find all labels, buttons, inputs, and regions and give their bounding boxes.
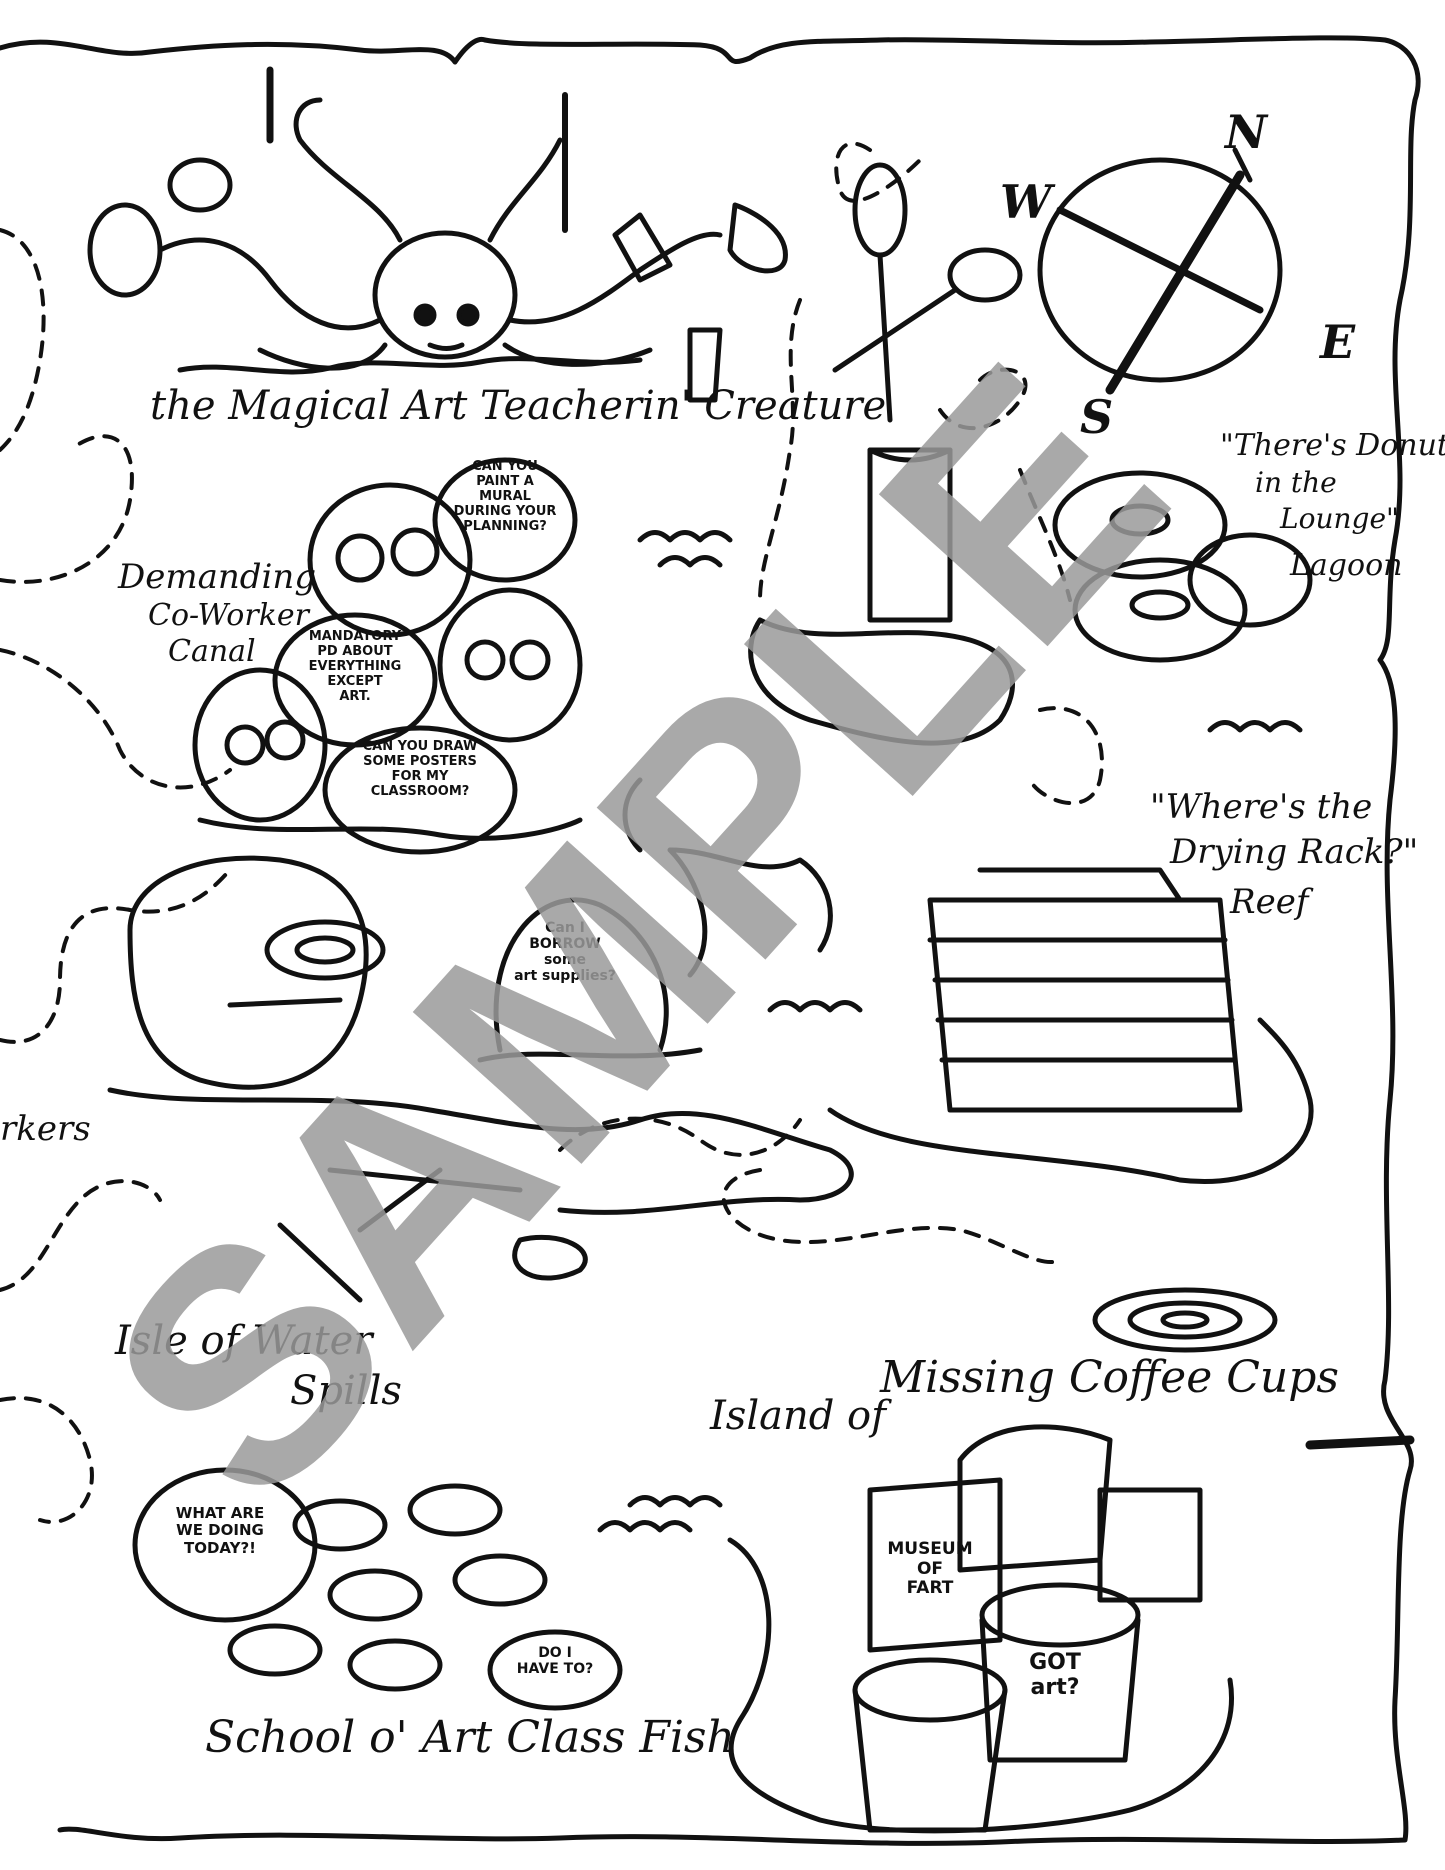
compass-palette: [1037, 147, 1283, 395]
mug-got-art-text: GOT art?: [1029, 1650, 1081, 1701]
parchment-border: [0, 35, 1421, 1846]
life-ring: [264, 919, 386, 981]
label-reef-line2: Drying Rack?": [1170, 832, 1419, 872]
coffee-cups: [727, 1424, 1234, 1834]
whirlpool: [1092, 1287, 1278, 1353]
whale: [477, 777, 833, 1063]
label-donuts-line4: Lagoon: [1290, 548, 1403, 583]
label-donuts-line3: Lounge": [1280, 502, 1399, 535]
bubble-borrow: Can I BORROW some art supplies?: [514, 920, 616, 985]
label-reef-line3: Reef: [1230, 882, 1309, 922]
drying-tool-tower: [748, 162, 1023, 746]
coworkers-group: [192, 457, 583, 855]
bubble-fish-question: What are we doing today?!: [175, 1504, 265, 1557]
label-fish-school: School o' Art Class Fish: [205, 1712, 735, 1763]
fish-school: [132, 1467, 623, 1711]
water-spill-cup: [107, 855, 854, 1303]
mug-museum-text: MUSEUM of FART: [887, 1539, 973, 1599]
label-donuts-line2: in the: [1255, 466, 1337, 499]
bubble-mural: Can you paint a mural during your planni…: [453, 459, 557, 534]
label-spills-line2: Spills: [290, 1368, 402, 1414]
compass-east: E: [1320, 315, 1356, 369]
label-partial-left: rkers: [0, 1109, 91, 1149]
octopus-creature: [87, 66, 788, 403]
bubble-pd: Mandatory PD about everything except art…: [308, 629, 402, 704]
label-donuts-line1: "There's Donuts: [1220, 428, 1445, 463]
label-spills-line1: Isle of Water: [115, 1318, 373, 1364]
wave-marks: [597, 530, 1303, 1533]
bubble-posters: Can you draw some posters for my classro…: [362, 739, 478, 799]
label-reef-line1: "Where's the: [1150, 787, 1373, 827]
compass-south: S: [1080, 390, 1114, 444]
bubble-fish-answer: Do I have to?: [516, 1645, 594, 1678]
label-coffee-line2: Missing Coffee Cups: [880, 1352, 1339, 1403]
label-coffee-line1: Island of: [710, 1393, 886, 1439]
drying-rack: [827, 867, 1314, 1184]
label-canal-line1: Demanding: [118, 557, 317, 597]
compass-west: W: [1000, 175, 1052, 229]
donut-pile: [1052, 470, 1313, 663]
compass-north: N: [1225, 105, 1268, 159]
label-canal-line2: Co-Worker: [148, 598, 309, 633]
label-magical-creature: the Magical Art Teacherin' Creature: [150, 383, 887, 429]
label-canal-line3: Canal: [168, 634, 256, 669]
